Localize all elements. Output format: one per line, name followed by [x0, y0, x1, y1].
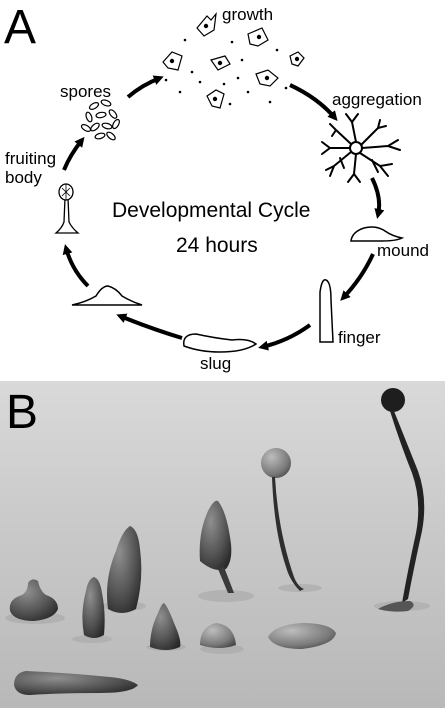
arrow-slug-to-culminant	[116, 313, 183, 340]
panel-a-cycle-diagram: A growth aggregation mound finger slug f…	[4, 1, 429, 373]
stage-label-spores: spores	[60, 82, 112, 101]
arrow-growth-to-aggregation	[289, 83, 338, 122]
panel-b-micrograph: B	[0, 381, 445, 708]
arrow-aggregation-to-mound	[370, 177, 385, 219]
cycle-title: Developmental Cycle	[112, 199, 311, 222]
slug-illustration	[183, 333, 258, 353]
panel-b-letter: B	[6, 386, 39, 439]
panel-a-letter: A	[4, 1, 37, 54]
arrow-finger-to-slug	[258, 323, 312, 351]
spores-illustration	[80, 99, 120, 141]
micrograph-photo	[0, 381, 445, 708]
stage-label-finger: finger	[338, 328, 381, 347]
aggregation-streams-illustration	[321, 113, 401, 183]
growth-amoebae-illustration	[162, 12, 305, 109]
cycle-diagram-svg	[54, 12, 405, 353]
stage-label-growth: growth	[222, 5, 274, 24]
stage-label-fruiting-body-line1: fruiting	[5, 149, 57, 168]
arrow-culminant-to-fruiting	[62, 244, 90, 288]
stage-label-fruiting-body-line2: body	[5, 168, 42, 187]
fruiting-body-illustration	[54, 183, 80, 234]
cycle-duration: 24 hours	[176, 234, 258, 257]
stage-label-mound: mound	[377, 241, 429, 260]
stage-label-slug: slug	[200, 354, 232, 373]
arrow-mound-to-finger	[340, 253, 375, 301]
mound-illustration	[350, 226, 405, 242]
arrow-spores-to-growth	[126, 75, 164, 99]
finger-illustration	[319, 279, 334, 343]
culminant-illustration	[71, 285, 143, 306]
arrow-fruiting-to-spores	[62, 136, 85, 171]
stage-label-aggregation: aggregation	[332, 90, 422, 109]
